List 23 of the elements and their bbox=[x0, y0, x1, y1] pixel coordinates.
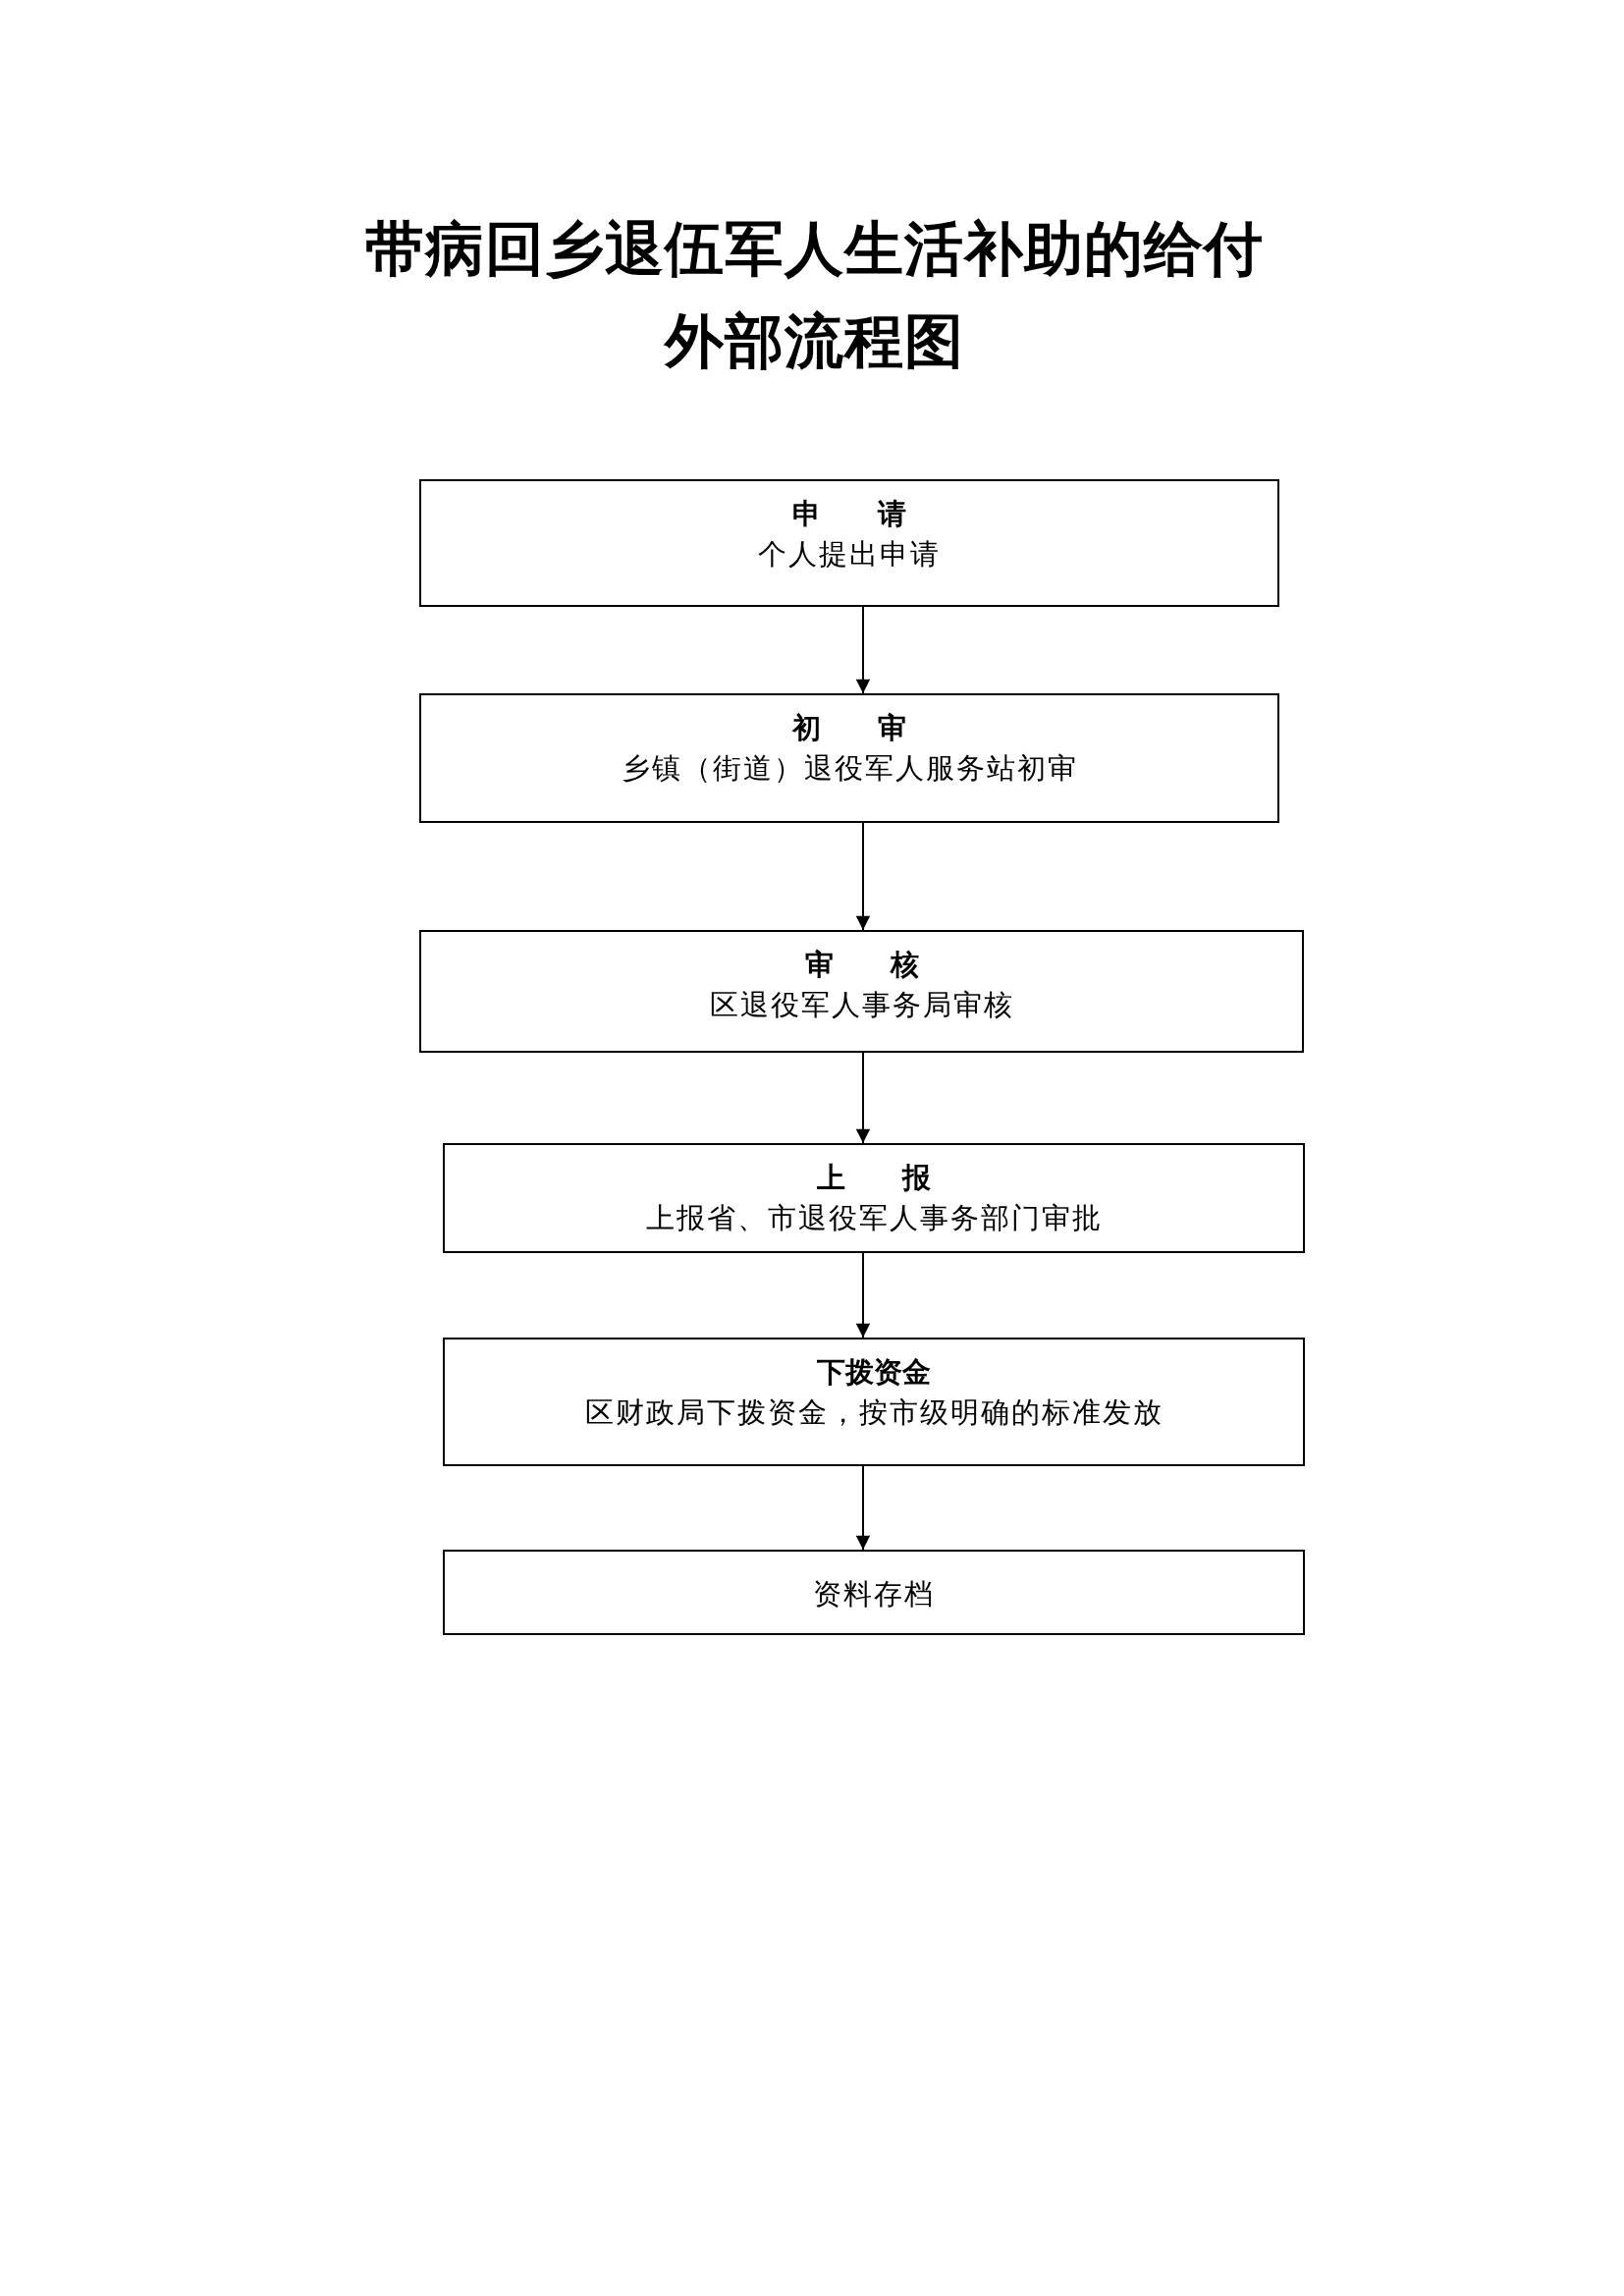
process-box bbox=[443, 1143, 1305, 1253]
step-description: 区财政局下拨资金，按市级明确的标准发放 bbox=[584, 1395, 1164, 1430]
step-description: 区退役军人事务局审核 bbox=[709, 988, 1014, 1022]
step-title: 上 报 bbox=[817, 1160, 931, 1196]
process-box bbox=[419, 693, 1279, 823]
arrow bbox=[855, 822, 871, 931]
step-description: 个人提出申请 bbox=[758, 537, 941, 572]
step-description: 乡镇（街道）退役军人服务站初审 bbox=[621, 751, 1078, 786]
process-box bbox=[419, 930, 1304, 1053]
process-box bbox=[443, 1338, 1305, 1466]
step-title: 下拨资金 bbox=[817, 1354, 931, 1391]
process-box bbox=[443, 1550, 1305, 1635]
arrow bbox=[855, 1252, 871, 1339]
arrow bbox=[855, 606, 871, 694]
step-description: 资料存档 bbox=[813, 1576, 935, 1612]
diagram-title: 带病回乡退伍军人生活补助的给付外部流程图 bbox=[363, 216, 1265, 376]
step-title: 申 请 bbox=[792, 496, 906, 532]
arrow bbox=[855, 1052, 871, 1144]
step-description: 上报省、市退役军人事务部门审批 bbox=[645, 1201, 1103, 1235]
step-title: 初 审 bbox=[792, 710, 906, 746]
process-box bbox=[419, 479, 1279, 607]
arrow bbox=[855, 1465, 871, 1551]
step-title: 审 核 bbox=[804, 947, 919, 983]
